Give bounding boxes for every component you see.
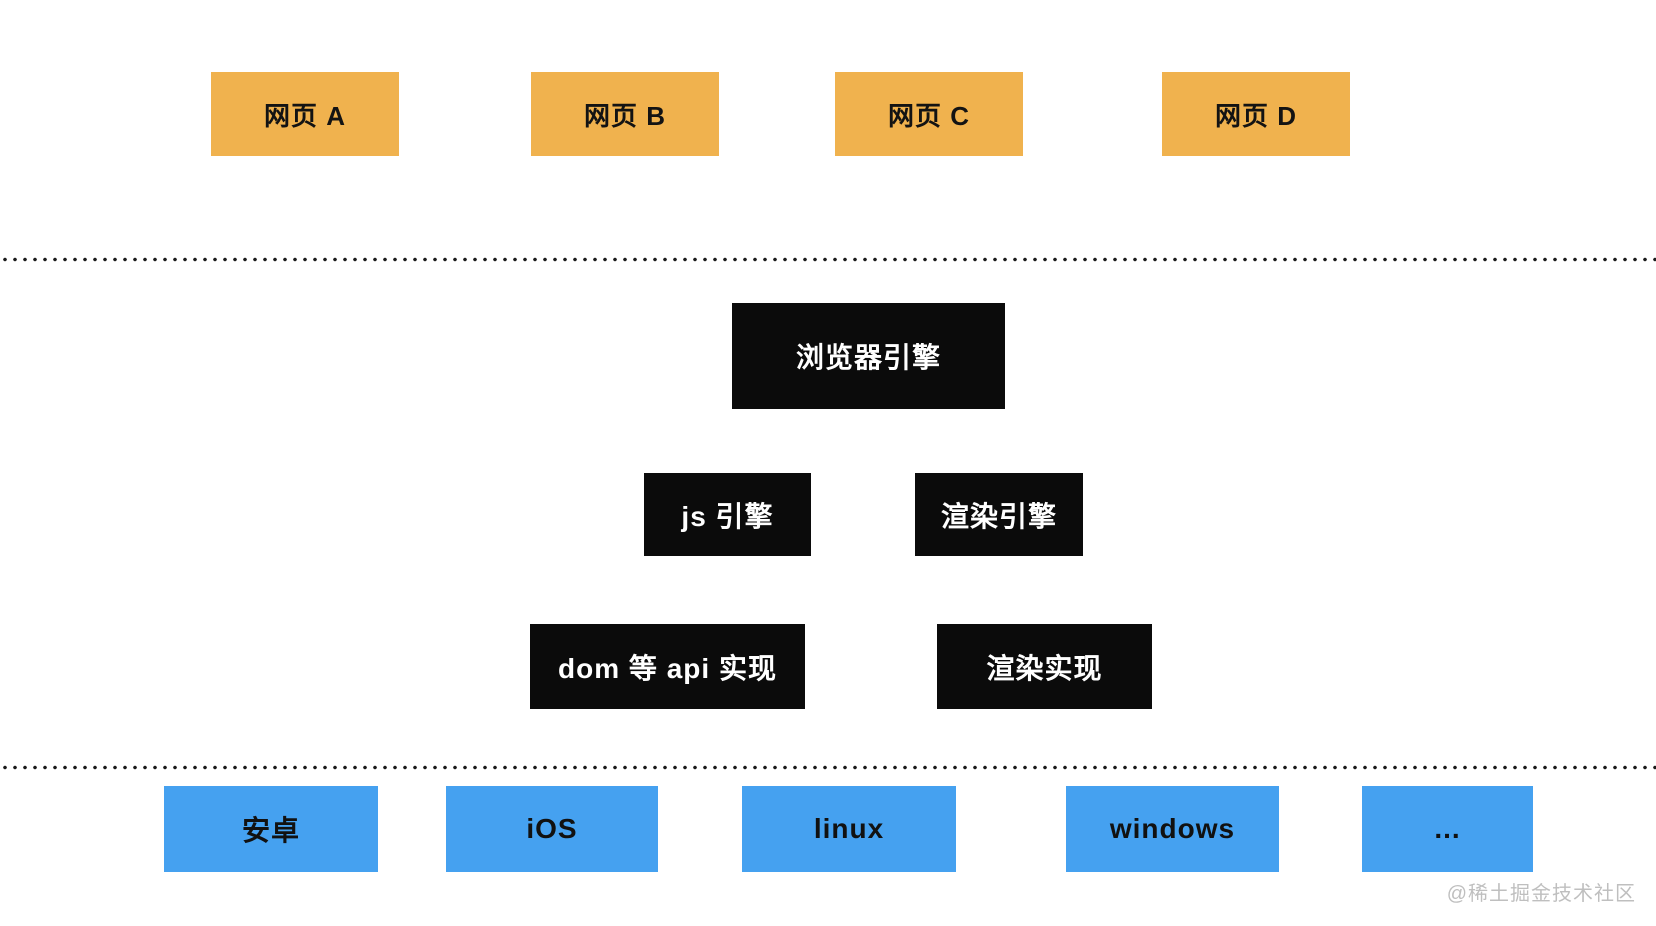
dotted-divider-bottom <box>0 764 1656 771</box>
os-android-label: 安卓 <box>241 815 300 846</box>
os-windows-node: windows <box>1066 786 1279 872</box>
os-linux-node: linux <box>742 786 956 872</box>
js-engine-label: js 引擎 <box>681 500 774 532</box>
os-android-node: 安卓 <box>164 786 378 872</box>
render-impl-node: 渲染实现 <box>937 624 1152 709</box>
juejin-watermark: @稀土掘金技术社区 <box>1446 883 1636 905</box>
js-engine-node: js 引擎 <box>644 473 811 556</box>
render-engine-node: 渲染引擎 <box>915 473 1083 556</box>
os-more-label: ... <box>1434 813 1461 844</box>
web-page-b-node: 网页 B <box>531 72 719 156</box>
web-page-a-node: 网页 A <box>211 72 399 156</box>
web-page-b-label: 网页 B <box>583 100 666 131</box>
browser-engine-node: 浏览器引擎 <box>732 303 1005 409</box>
web-page-d-node: 网页 D <box>1162 72 1350 156</box>
os-windows-label: windows <box>1109 813 1236 844</box>
render-impl-label: 渲染实现 <box>986 652 1103 684</box>
os-ios-node: iOS <box>446 786 658 872</box>
web-page-c-node: 网页 C <box>835 72 1023 156</box>
web-page-c-label: 网页 C <box>887 100 970 131</box>
os-linux-label: linux <box>813 813 885 844</box>
os-more-node: ... <box>1362 786 1533 872</box>
dotted-divider-top <box>0 256 1656 263</box>
browser-engine-label: 浏览器引擎 <box>795 342 941 373</box>
os-ios-label: iOS <box>526 813 578 844</box>
dom-api-impl-label: dom 等 api 实现 <box>558 652 777 684</box>
render-engine-label: 渲染引擎 <box>940 500 1057 532</box>
web-page-a-label: 网页 A <box>263 100 346 131</box>
web-page-d-label: 网页 D <box>1214 100 1297 131</box>
dom-api-impl-node: dom 等 api 实现 <box>530 624 805 709</box>
